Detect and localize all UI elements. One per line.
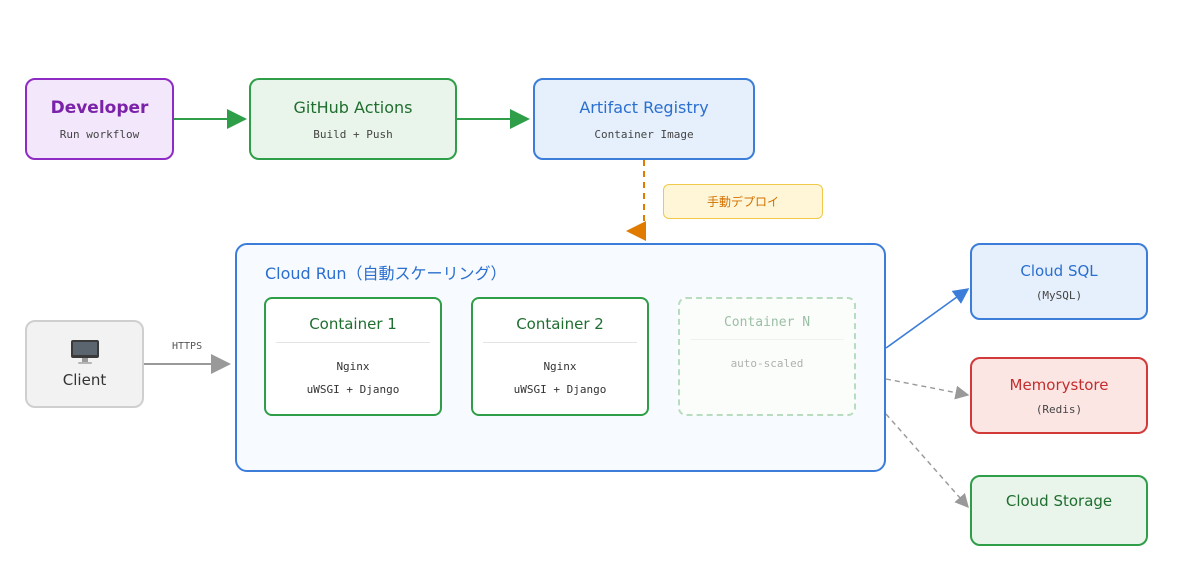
developer-subtitle: Run workflow — [59, 127, 140, 141]
computer-icon — [70, 340, 99, 364]
github-actions-title: GitHub Actions — [293, 97, 413, 117]
github-actions-subtitle: Build + Push — [313, 127, 393, 141]
client-node: Client — [25, 320, 144, 408]
manual-deploy-label: 手動デプロイ — [663, 184, 823, 219]
artifact-registry-title: Artifact Registry — [579, 97, 709, 117]
github-actions-node: GitHub Actions Build + Push — [249, 78, 457, 160]
container-n: Container N auto-scaled — [678, 297, 856, 416]
memorystore-title: Memorystore — [1009, 376, 1109, 394]
client-label: Client — [62, 371, 107, 389]
developer-node: Developer Run workflow — [25, 78, 174, 160]
container-2-divider — [483, 342, 637, 343]
container-2-line-1: Nginx — [543, 360, 577, 373]
cloud-sql-node: Cloud SQL (MySQL) — [970, 243, 1148, 320]
cloud-storage-node: Cloud Storage — [970, 475, 1148, 546]
container-1-divider — [276, 342, 430, 343]
cloud-sql-subtitle: (MySQL) — [1035, 289, 1083, 302]
container-n-divider — [690, 339, 844, 340]
container-2-line-2: uWSGI + Django — [513, 383, 607, 396]
artifact-registry-subtitle: Container Image — [594, 127, 694, 141]
cloud-run-title: Cloud Run（自動スケーリング） — [265, 264, 507, 283]
container-2: Container 2 Nginx uWSGI + Django — [471, 297, 649, 416]
arrow-cloudrun-to-cloudsql — [885, 288, 970, 349]
cloud-sql-title: Cloud SQL — [1020, 262, 1098, 280]
container-1: Container 1 Nginx uWSGI + Django — [264, 297, 442, 416]
container-2-title: Container 2 — [516, 315, 604, 333]
container-1-title: Container 1 — [309, 315, 397, 333]
memorystore-subtitle: (Redis) — [1035, 403, 1083, 416]
arrow-cloudrun-to-memorystore — [885, 378, 970, 400]
arrow-cloudrun-to-storage — [885, 413, 969, 509]
artifact-registry-node: Artifact Registry Container Image — [533, 78, 755, 160]
container-1-line-2: uWSGI + Django — [306, 383, 400, 396]
cloud-storage-title: Cloud Storage — [1005, 492, 1113, 510]
developer-title: Developer — [50, 97, 149, 118]
https-label: HTTPS — [172, 341, 203, 352]
container-n-line-1: auto-scaled — [730, 357, 804, 370]
container-1-line-1: Nginx — [336, 360, 370, 373]
arrow-manual-deploy — [626, 160, 646, 241]
memorystore-node: Memorystore (Redis) — [970, 357, 1148, 434]
container-n-title: Container N — [723, 315, 811, 330]
manual-deploy-text: 手動デプロイ — [706, 195, 779, 209]
